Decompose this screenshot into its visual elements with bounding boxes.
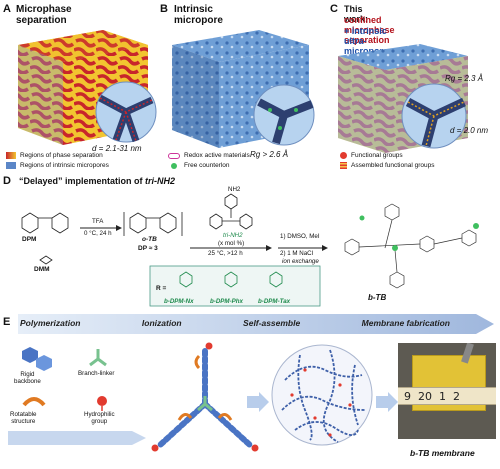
phase-swatch-icon [6,152,16,159]
ruler: 9 20 1 2 [398,387,496,405]
microphase-cube [18,30,157,145]
tri-nh2-amount: (x mol %) [218,240,245,247]
synthesis-scheme [21,193,479,307]
panel-d-letter: D [3,175,11,187]
step3-a: 1) DMSO, MeI [280,233,320,240]
panel-d-title-suffix: tri-NH2 [145,176,176,186]
otb-label: o-TB [142,236,157,243]
legend-counterion-label: Free counterlon [184,162,230,169]
dpm-label: DPM [22,236,37,243]
hydrophilic-group-icon [97,396,107,411]
tri-nh2-label: tri-NH2 [223,232,243,239]
rigid-backbone-icon [22,347,52,371]
membrane-photo: 9 20 1 2 [398,343,496,439]
stage-2: Self-assemble [243,318,301,328]
btb-label: b-TB [368,293,387,302]
legend-left: Regions of phase separation Regions of i… [6,152,109,169]
step3-c: ion exchange [282,258,319,265]
dmm-label: DMM [34,266,50,273]
panel-c-title-3: + intrinsic ultra-micropore [344,26,389,56]
stage-3: Membrane fabrication [361,318,450,328]
panel-d-title-prefix: “Delayed” implementation of [19,176,146,186]
branched-polymer [151,342,259,452]
stage-1: Ionization [141,318,182,328]
building-blocks [22,347,107,411]
legend-assembled-label: Assembled functional groups [351,162,435,169]
r2-label: b-DPM-Phx [210,298,243,305]
r1-label: b-DPM-Nx [164,298,194,305]
legend-micropores: Regions of intrinsic micropores [6,162,109,169]
legend-redox: Redox active materials [168,152,250,159]
flow-arrow-3 [376,392,398,412]
counterion-dot-icon [171,162,177,169]
step1-conditions: 0 °C, 24 h [84,230,112,237]
r3-label: b-DPM-Tax [258,298,291,305]
panel-d-title: “Delayed” implementation of tri-NH2 [19,176,175,186]
measure-c-rg: Rg = 2.3 Å [445,74,484,83]
panel-c-title-1: This work: [344,4,369,24]
assembled-group-icon [340,162,347,169]
flow-arrow-1 [8,431,146,445]
membrane-label: b-TB membrane [410,448,475,458]
ruler-numbers: 9 20 1 2 [404,390,460,403]
assembled-network [271,344,373,446]
r-label: R = [156,285,167,292]
legend-functional-label: Functional groups [351,152,403,159]
micropore-cube [172,30,315,148]
measure-a: d = 2.1-31 nm [92,144,142,153]
this-work-cube [338,44,468,153]
panel-e-letter: E [3,316,11,328]
nh2-top: NH2 [228,186,241,193]
step2-conditions: 25 °C, >12 h [208,250,243,257]
panel-a-letter: A [3,3,11,15]
rotatable-label: Rotatable structure [10,411,37,425]
panel-c-title-2: confined microphase separation [344,15,395,45]
rigid-backbone-label: Rigid backbone [14,371,41,385]
micropore-swatch-icon [6,162,16,169]
legend-right: Functional groups Assembled functional g… [340,152,434,169]
dp-label: DP ≈ 3 [138,245,158,252]
legend-phase: Regions of phase separation [6,152,109,159]
panel-c-letter: C [330,3,338,15]
legend-functional: Functional groups [340,152,434,159]
panel-b-letter: B [160,3,168,15]
rotatable-structure-icon [22,397,46,407]
functional-group-icon [340,152,347,159]
step1-reagent: TFA [92,218,104,225]
measure-b: Rg > 2.6 Å [250,150,289,159]
legend-middle: Redox active materials Free counterlon [168,152,250,169]
branch-linker-icon [89,349,107,367]
redox-molecule-icon [168,152,180,159]
step3-b: 2) 1 M NaCl [280,250,314,257]
legend-micropores-label: Regions of intrinsic micropores [20,162,109,169]
branch-linker-label: Branch-linker [78,370,115,377]
stage-0: Polymerization [20,318,81,328]
legend-assembled: Assembled functional groups [340,162,434,169]
legend-phase-label: Regions of phase separation [20,152,103,159]
process-arrow [18,314,494,334]
legend-counterion: Free counterlon [168,162,250,169]
flow-arrow-2 [247,392,269,412]
panel-b-title: Intrinsic micropore [174,4,223,26]
measure-c-d: d = 2.0 nm [450,126,489,135]
legend-redox-label: Redox active materials [184,152,250,159]
hydrophilic-label: Hydrophilic group [84,411,115,425]
panel-a-title: Microphase separation [16,4,72,26]
stage-labels: Polymerization Ionization Self-assemble … [20,318,480,328]
